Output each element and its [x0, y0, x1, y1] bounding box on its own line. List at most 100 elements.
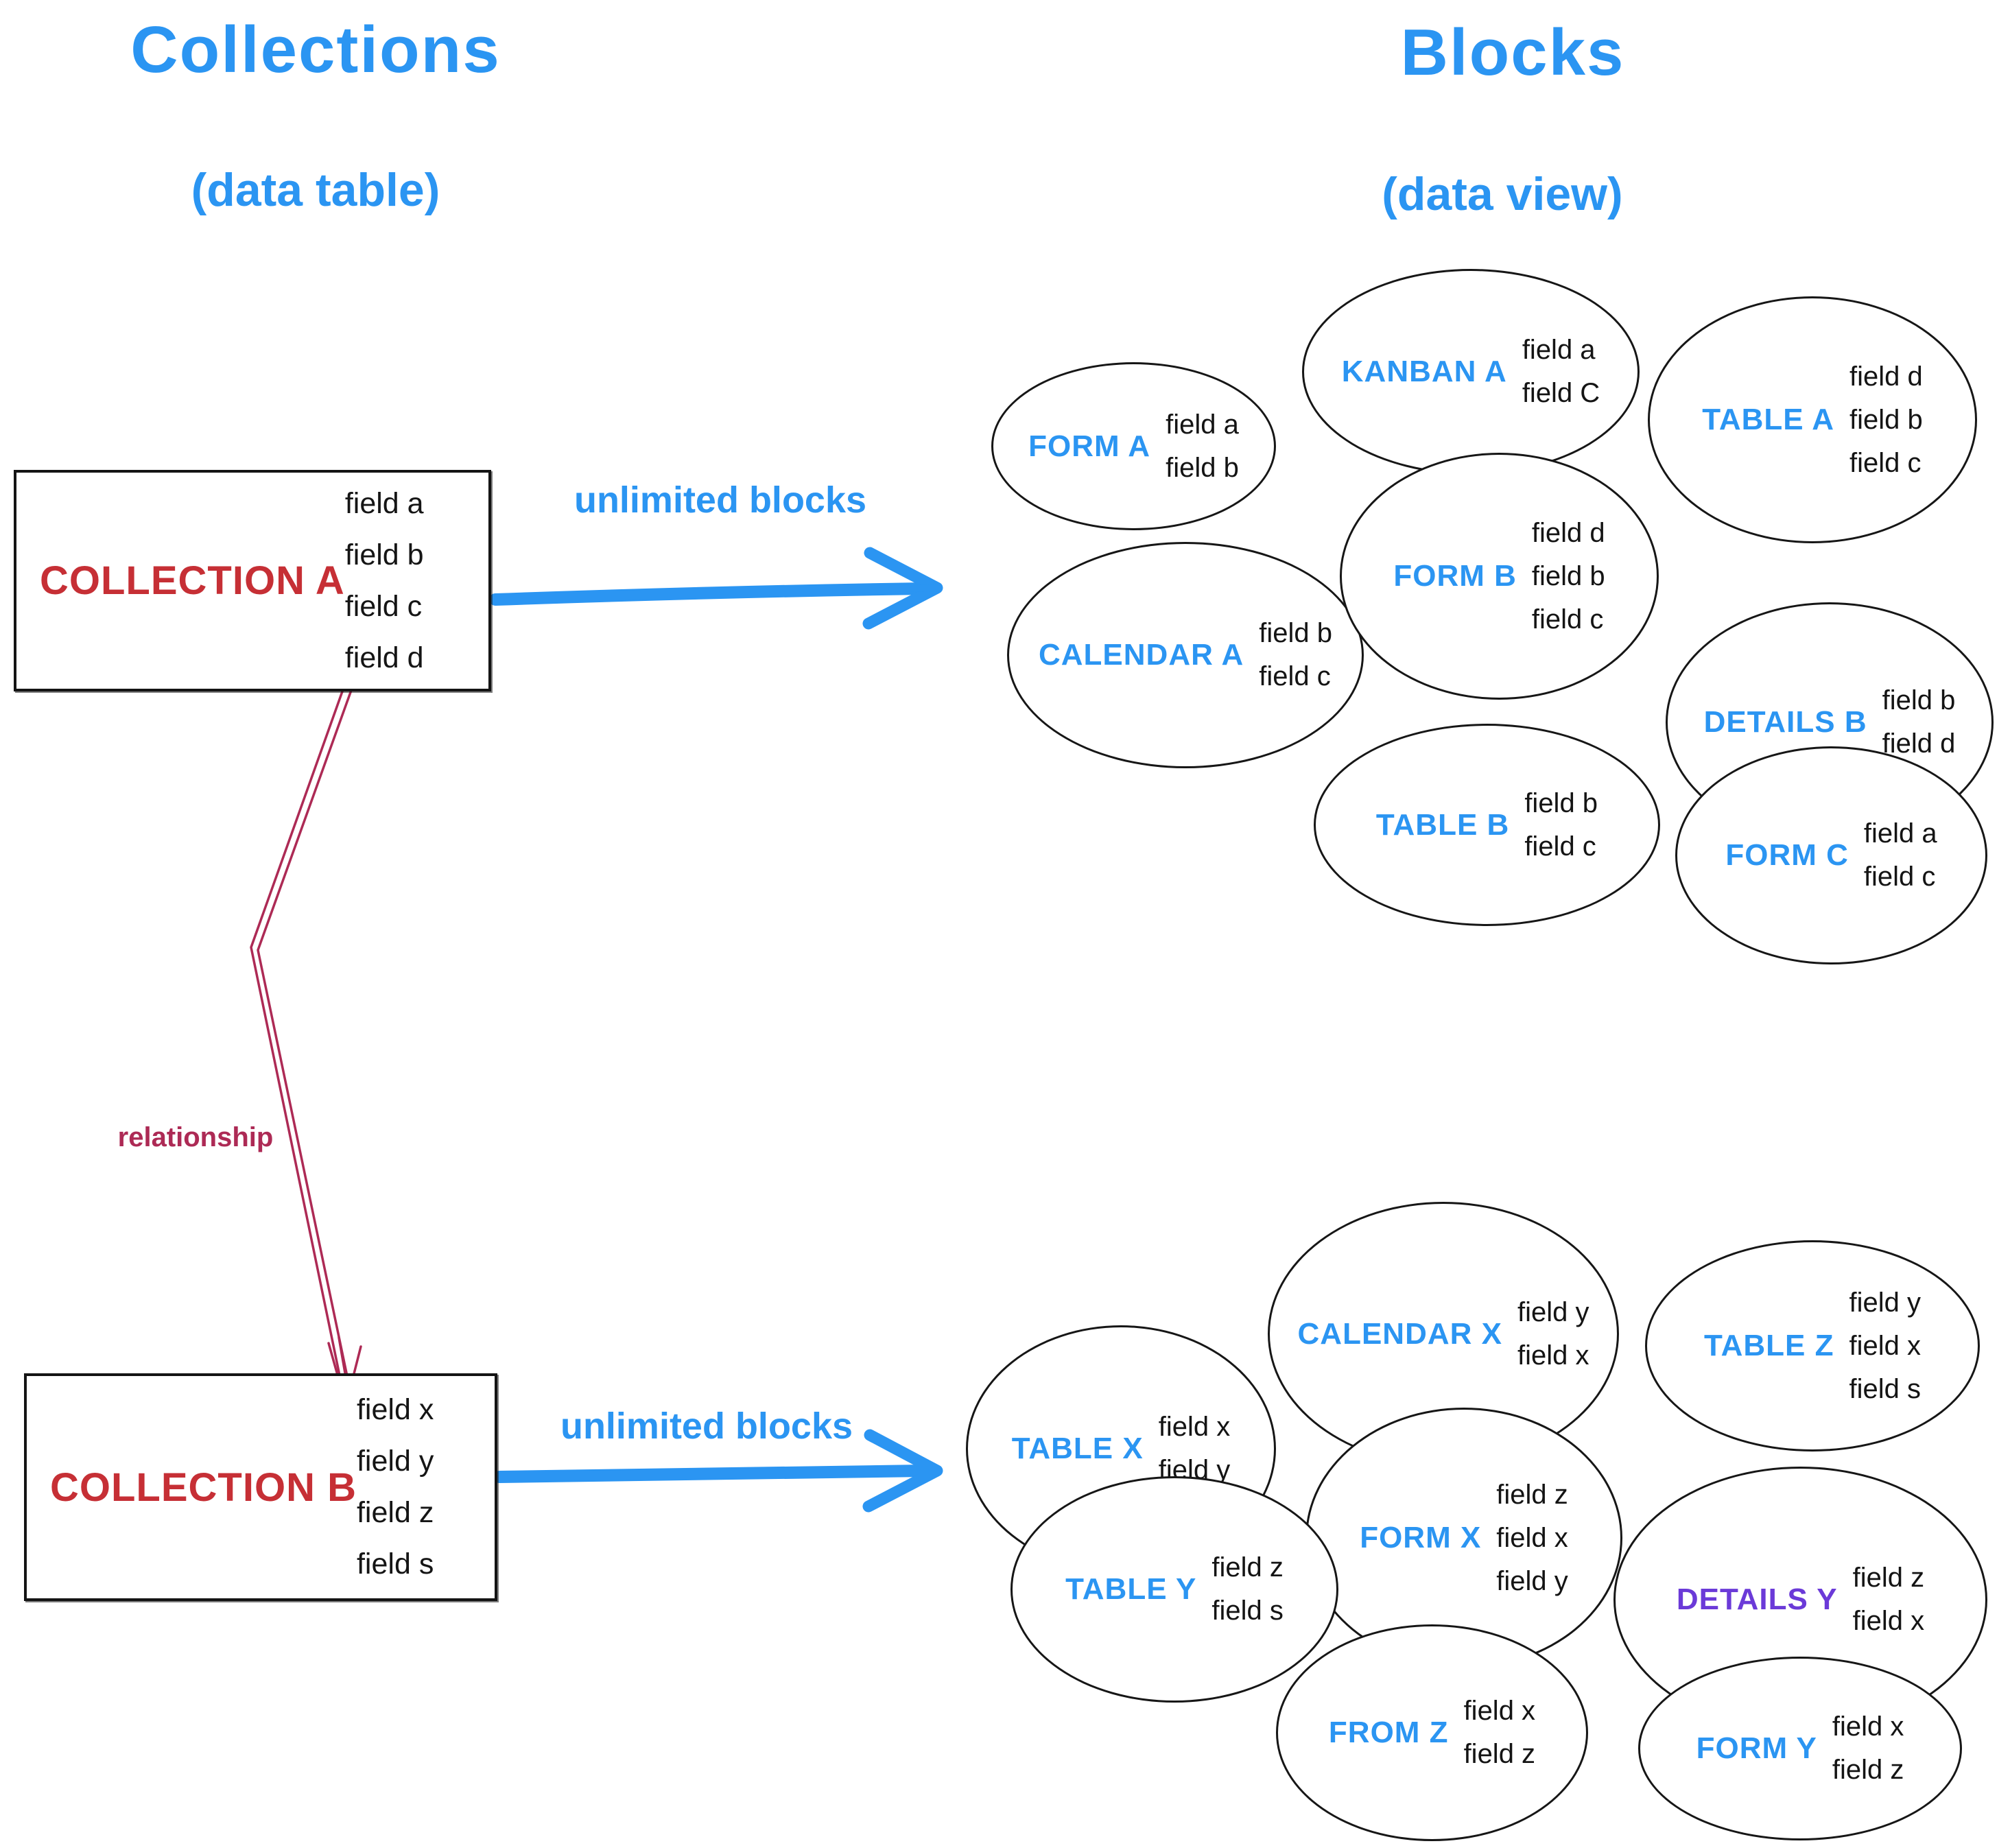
block-label: DETAILS B: [1703, 705, 1867, 739]
block-fields: field y field x: [1517, 1297, 1589, 1371]
block-label: CALENDAR A: [1039, 638, 1244, 672]
block-fields: field b field d: [1882, 685, 1956, 759]
collection-b-field: field s: [356, 1548, 434, 1580]
block-label: FROM Z: [1328, 1716, 1449, 1749]
block-form-y: FORM Y field x field z: [1638, 1657, 1962, 1840]
collection-b-name: COLLECTION B: [50, 1465, 357, 1510]
block-fields: field a field b: [1166, 410, 1239, 484]
block-field: field b: [1849, 404, 1923, 435]
block-fields: field b field c: [1524, 788, 1598, 862]
collection-b-field: field x: [356, 1393, 434, 1426]
block-field: field x: [1832, 1711, 1904, 1742]
block-field: field a: [1166, 409, 1239, 440]
block-fields: field x field y: [1159, 1412, 1231, 1486]
block-fields: field z field x: [1853, 1563, 1925, 1637]
block-label: CALENDAR X: [1297, 1316, 1502, 1351]
collection-b-box: COLLECTION B field x field y field z fie…: [24, 1373, 497, 1601]
block-form-a: FORM A field a field b: [991, 362, 1276, 530]
block-field: field b: [1882, 685, 1956, 715]
block-fields: field z field s: [1211, 1552, 1284, 1626]
unlimited-blocks-label-b: unlimited blocks: [560, 1406, 853, 1447]
block-label: FORM A: [1028, 429, 1151, 463]
block-label: FORM X: [1360, 1521, 1482, 1554]
block-field: field c: [1863, 862, 1936, 892]
block-field: field s: [1211, 1596, 1284, 1626]
block-field: field c: [1531, 604, 1604, 635]
block-fields: field x field z: [1464, 1696, 1536, 1770]
block-form-c: FORM C field a field c: [1675, 746, 1987, 964]
block-field: field x: [1517, 1340, 1589, 1371]
block-field: field d: [1882, 728, 1956, 759]
block-field: field x: [1849, 1330, 1922, 1361]
block-label: FORM Y: [1696, 1731, 1817, 1765]
collections-title: Collections: [130, 13, 501, 86]
block-table-a: TABLE A field d field b field c: [1648, 296, 1977, 543]
block-form-x: FORM X field z field x field y: [1305, 1408, 1622, 1668]
block-field: field c: [1849, 447, 1922, 478]
collection-b-field: field y: [356, 1445, 434, 1478]
block-field: field b: [1259, 618, 1332, 648]
block-table-y: TABLE Y field z field s: [1010, 1476, 1338, 1703]
collection-a-field: field b: [344, 538, 424, 571]
block-field: field b: [1524, 787, 1598, 818]
block-kanban-a: KANBAN A field a field C: [1302, 269, 1640, 475]
block-table-z: TABLE Z field y field x field s: [1645, 1240, 1980, 1452]
unlimited-blocks-arrow-a: [489, 547, 943, 630]
block-field: field c: [1524, 831, 1596, 862]
block-form-b: FORM B field d field b field c: [1340, 453, 1659, 700]
block-field: field C: [1522, 378, 1600, 408]
collection-a-name: COLLECTION A: [40, 558, 345, 603]
unlimited-blocks-label-a: unlimited blocks: [574, 479, 867, 521]
block-label: DETAILS Y: [1676, 1583, 1838, 1616]
block-field: field a: [1522, 335, 1596, 365]
block-label: FORM B: [1393, 559, 1517, 593]
block-field: field z: [1496, 1479, 1568, 1510]
block-field: field b: [1166, 452, 1239, 483]
block-label: TABLE X: [1011, 1432, 1144, 1465]
relationship-label: relationship: [117, 1122, 274, 1152]
block-field: field c: [1259, 661, 1331, 691]
block-field: field d: [1531, 517, 1605, 548]
block-field: field y: [1849, 1287, 1922, 1318]
block-field: field y: [1496, 1565, 1568, 1596]
collections-subtitle: (data table): [191, 164, 440, 216]
block-field: field x: [1158, 1412, 1231, 1442]
collection-a-field: field a: [344, 486, 424, 520]
block-field: field z: [1832, 1755, 1904, 1785]
block-fields: field d field b field c: [1532, 518, 1605, 635]
block-label: TABLE B: [1375, 807, 1510, 842]
block-fields: field d field b field c: [1849, 362, 1923, 479]
block-fields: field y field x field s: [1849, 1288, 1922, 1405]
block-field: field a: [1863, 818, 1937, 849]
block-label: TABLE Z: [1704, 1329, 1834, 1362]
block-field: field b: [1531, 560, 1605, 591]
block-fields: field a field C: [1522, 335, 1600, 409]
block-field: field s: [1849, 1373, 1922, 1404]
collection-b-field: field z: [356, 1496, 434, 1529]
block-calendar-a: CALENDAR A field b field c: [1007, 542, 1364, 768]
block-field: field x: [1852, 1606, 1925, 1636]
block-field: field d: [1849, 361, 1923, 392]
blocks-subtitle: (data view): [1382, 168, 1623, 220]
block-field: field y: [1517, 1296, 1589, 1327]
block-field: field z: [1852, 1563, 1925, 1593]
block-from-z: FROM Z field x field z: [1276, 1624, 1588, 1841]
blocks-title: Blocks: [1400, 16, 1625, 89]
unlimited-blocks-arrow-b: [493, 1429, 943, 1513]
block-field: field x: [1496, 1522, 1568, 1553]
block-fields: field z field x field y: [1496, 1480, 1568, 1597]
block-fields: field b field c: [1259, 618, 1332, 692]
collection-a-field: field c: [344, 589, 423, 623]
collection-a-field: field d: [344, 641, 424, 674]
collection-b-fields: field x field y field z field s: [357, 1393, 495, 1581]
block-field: field z: [1211, 1552, 1284, 1583]
block-label: TABLE A: [1702, 403, 1834, 436]
block-table-b: TABLE B field b field c: [1314, 724, 1660, 926]
relationship-arrow: [250, 671, 362, 1402]
block-field: field x: [1463, 1696, 1536, 1726]
block-label: TABLE Y: [1065, 1572, 1197, 1606]
block-fields: field x field z: [1832, 1711, 1904, 1786]
collection-a-fields: field a field b field c field d: [345, 487, 488, 675]
